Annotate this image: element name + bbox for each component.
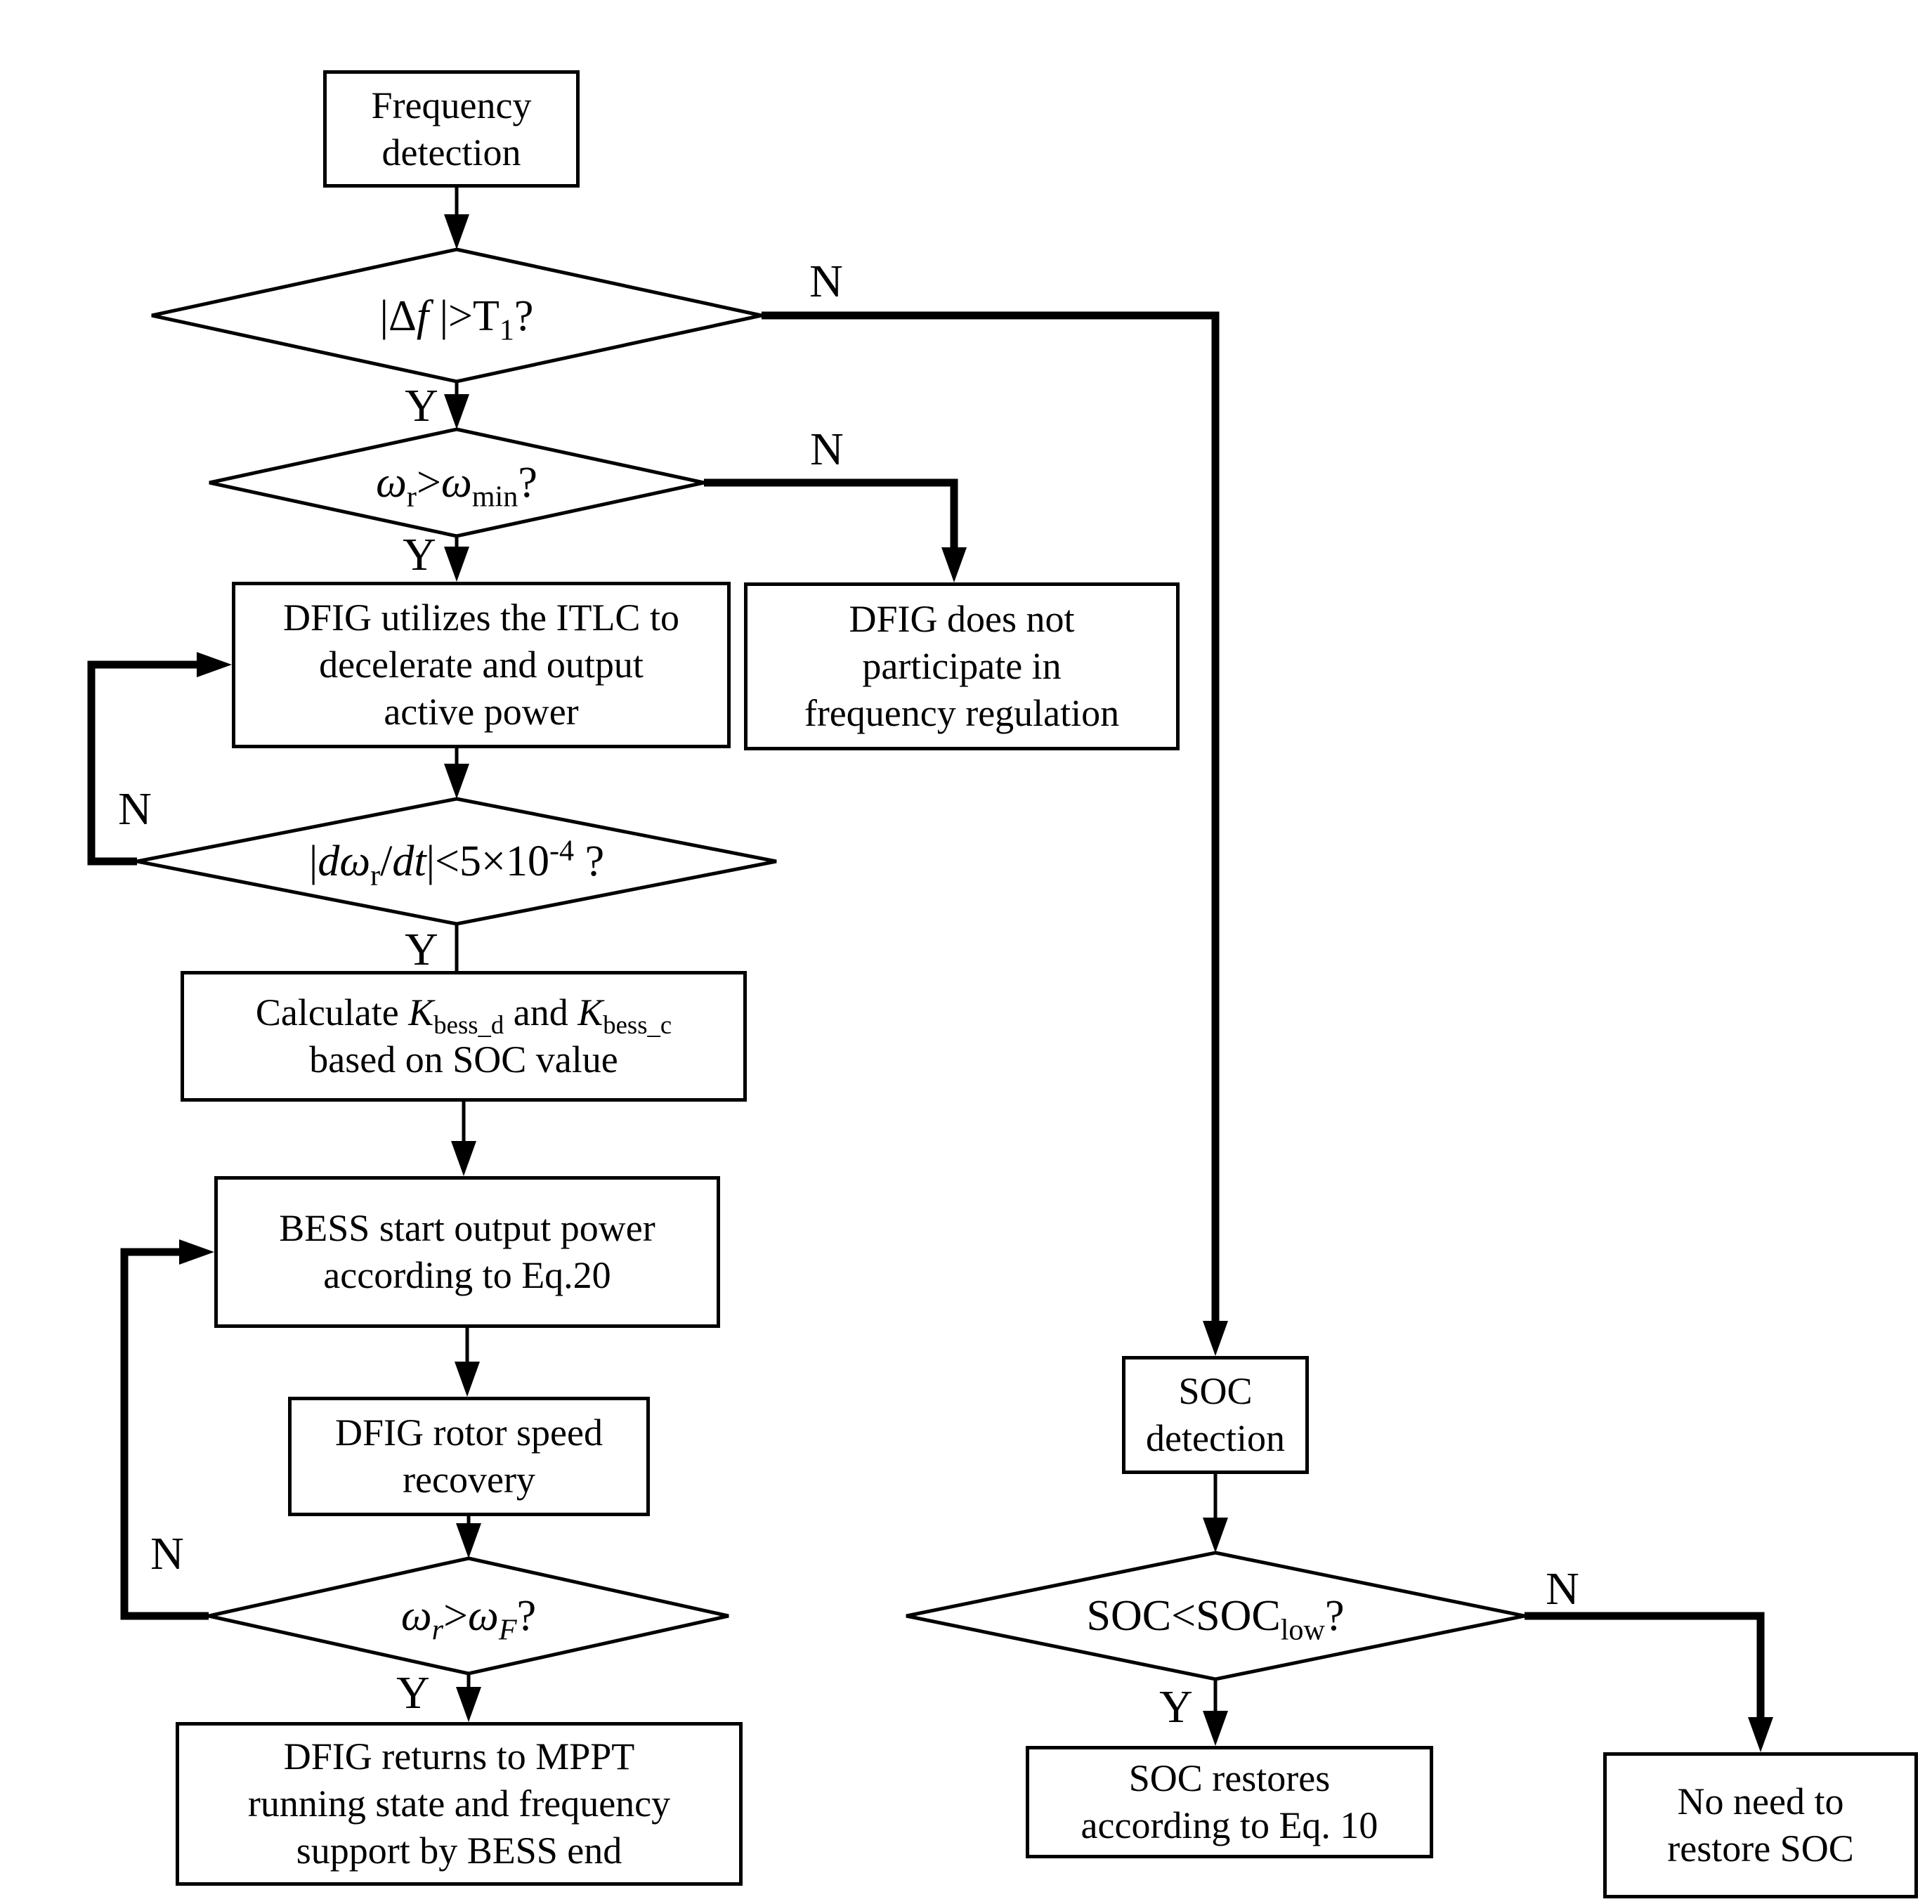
arrowhead [1748,1717,1773,1752]
branch-label-soc-low-no: N [1546,1563,1579,1615]
edge-speedmin-no [704,478,958,549]
edge-deltaf-no [762,311,1220,1322]
node-soc-low-check: SOC<SOClow? [1086,1591,1345,1646]
diamond-speed-min-check [209,427,705,538]
flow-arrows-normal [455,188,1218,1713]
arrowhead [444,214,469,249]
decision-diamonds [136,247,1525,1681]
arrowhead [455,1362,480,1397]
branch-label-settled-yes: Y [405,924,438,975]
branch-label-settled-no: N [118,783,152,835]
arrowhead [444,547,469,582]
branch-label-soc-low-yes: Y [1159,1681,1193,1733]
arrowhead [179,1239,214,1265]
flow-arrows-bold [87,311,1765,1719]
arrowhead [456,1523,481,1558]
diamond-speed-f-check [208,1556,729,1676]
branch-label-speed-min-yes: Y [403,529,436,580]
node-speed-min-check: ωr>ωmin? [376,458,537,513]
edge-soclow-no [1525,1612,1765,1719]
arrowhead [197,652,232,677]
diamond-settled-check [136,797,777,926]
arrowhead [1203,1321,1228,1356]
arrowhead [444,394,469,429]
arrowhead [444,764,469,799]
arrowhead [941,547,967,582]
node-speed-f-check: ωr>ωF? [400,1591,537,1646]
branch-label-speed-f-no: N [150,1528,184,1579]
node-settled-check: |dωr/dt|<5×10-4 ? [308,833,605,892]
edge-settled-no-loop [87,660,197,866]
edge-speedf-no-loop [120,1248,209,1620]
arrowhead [1203,1711,1228,1746]
arrowheads [179,214,1773,1752]
diamond-soc-low-check [906,1551,1525,1681]
arrowhead [451,1141,476,1176]
arrowhead [456,1687,481,1722]
node-delta-f-check: |Δf |>T1? [379,292,534,346]
branch-label-speed-min-no: N [810,424,844,475]
arrowhead [1203,1518,1228,1553]
branch-label-delta-f-yes: Y [405,380,438,431]
branch-label-speed-f-yes: Y [396,1667,430,1719]
diamond-delta-f-check [151,247,762,384]
branch-label-delta-f-no: N [809,256,843,307]
